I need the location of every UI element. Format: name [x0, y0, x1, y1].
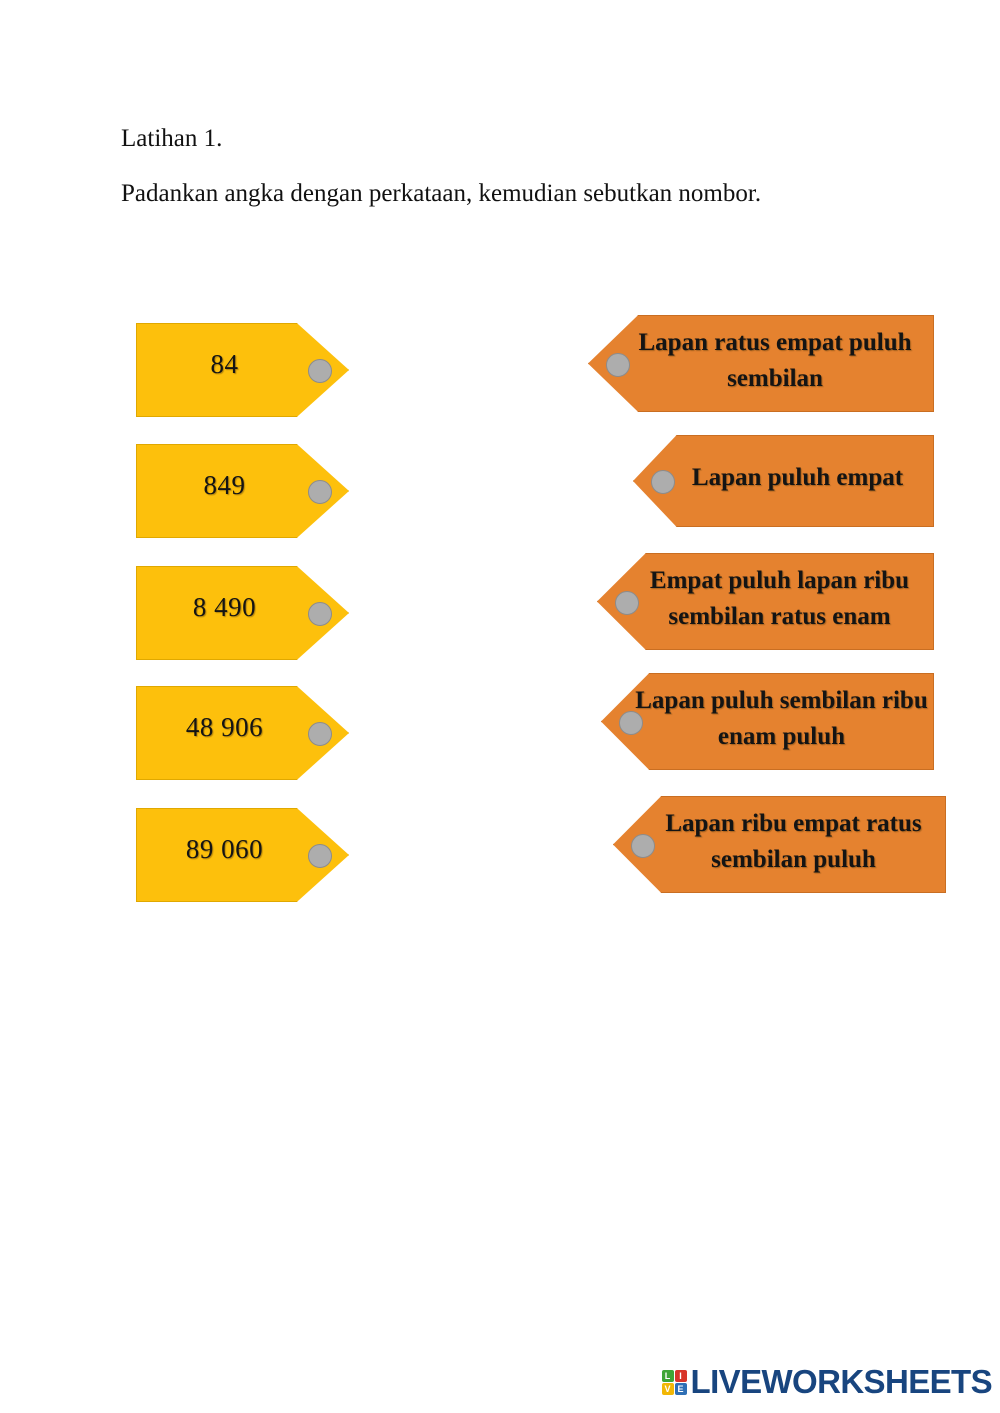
connector-dot-icon[interactable]: [308, 844, 332, 868]
word-tag[interactable]: Lapan ratus empat puluh sembilan: [588, 315, 934, 412]
connector-dot-icon[interactable]: [308, 722, 332, 746]
tag-shape: [597, 553, 934, 650]
tag-shape: [588, 315, 934, 412]
connector-dot-icon[interactable]: [308, 602, 332, 626]
word-tag[interactable]: Empat puluh lapan ribu sembilan ratus en…: [597, 553, 934, 650]
page-title: Latihan 1.: [121, 125, 223, 152]
number-tag[interactable]: 89 060: [136, 808, 349, 902]
connector-dot-icon[interactable]: [631, 833, 655, 858]
instruction-text: Padankan angka dengan perkataan, kemudia…: [121, 180, 762, 207]
connector-dot-icon[interactable]: [606, 352, 630, 377]
logo-wordmark: LIVEWORKSHEETS: [690, 1363, 993, 1400]
liveworksheets-logo: L I V E LIVEWORKSHEETS: [661, 1363, 993, 1401]
connector-dot-icon[interactable]: [651, 470, 675, 494]
number-tag[interactable]: 849: [136, 444, 349, 538]
logo-cell-e: E: [674, 1382, 687, 1395]
logo-blocks-icon: L I V E: [661, 1369, 687, 1395]
logo-cell-i: I: [674, 1369, 687, 1382]
tag-shape: [633, 435, 934, 527]
connector-dot-icon[interactable]: [615, 590, 639, 615]
tag-shape: [613, 796, 946, 893]
number-tag[interactable]: 84: [136, 323, 349, 417]
word-tag[interactable]: Lapan ribu empat ratus sembilan puluh: [613, 796, 946, 893]
logo-cell-l: L: [661, 1369, 674, 1382]
number-tag[interactable]: 8 490: [136, 566, 349, 660]
connector-dot-icon[interactable]: [308, 480, 332, 504]
connector-dot-icon[interactable]: [308, 359, 332, 383]
connector-dot-icon[interactable]: [619, 710, 643, 735]
word-tag[interactable]: Lapan puluh sembilan ribu enam puluh: [601, 673, 934, 770]
logo-cell-v: V: [661, 1382, 674, 1395]
worksheet-header: Latihan 1. Padankan angka dengan perkata…: [121, 118, 841, 214]
number-tag[interactable]: 48 906: [136, 686, 349, 780]
tag-shape: [601, 673, 934, 770]
word-tag[interactable]: Lapan puluh empat: [633, 435, 934, 527]
